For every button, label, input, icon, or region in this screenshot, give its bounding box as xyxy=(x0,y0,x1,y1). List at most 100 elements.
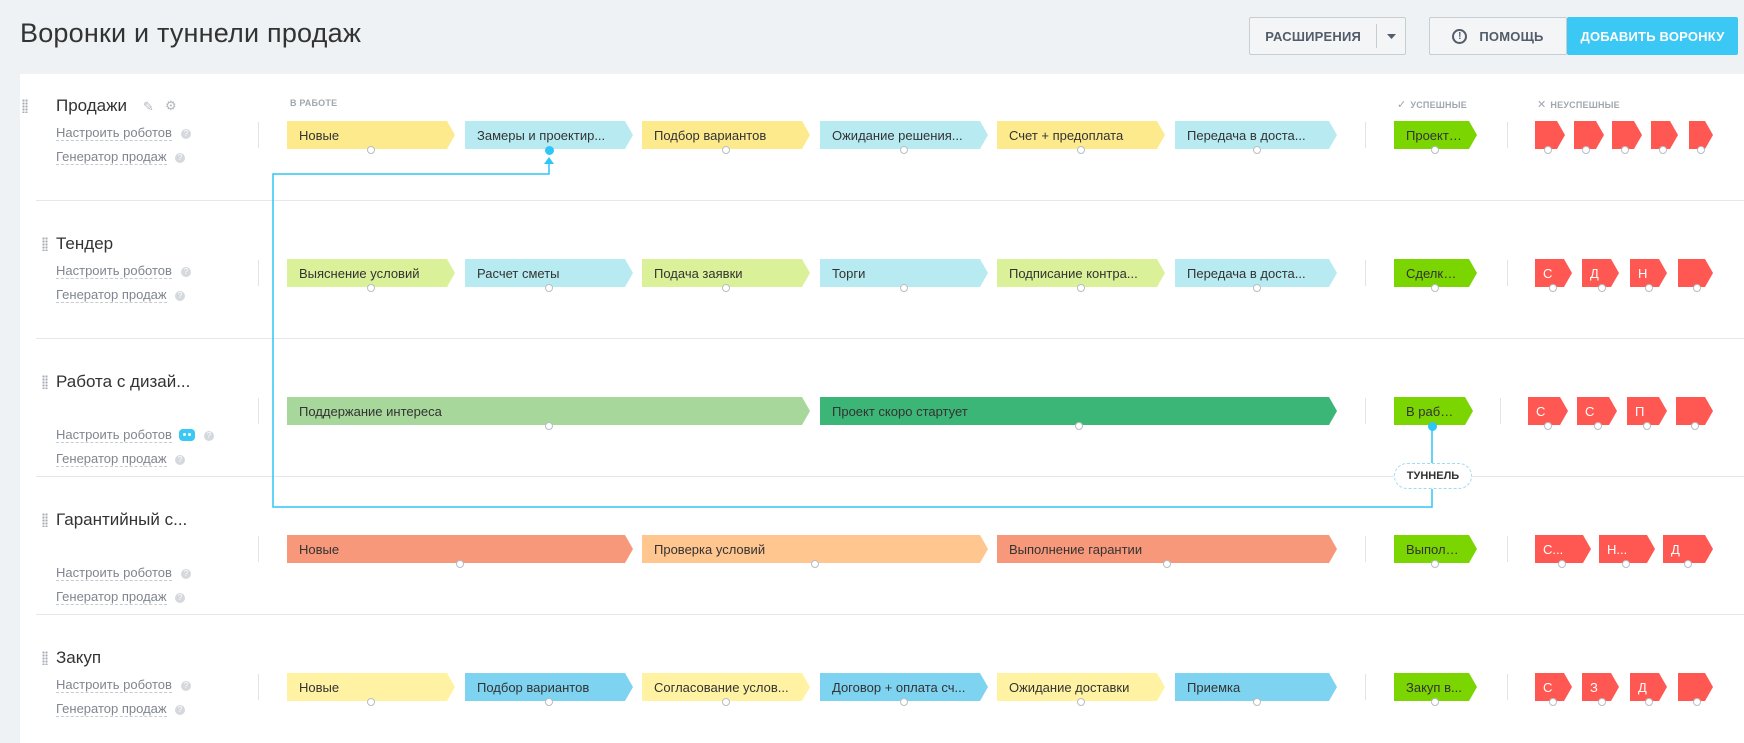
connector-dot[interactable] xyxy=(1693,284,1701,292)
connector-dot[interactable] xyxy=(1075,422,1083,430)
drag-handle-icon[interactable] xyxy=(42,375,48,389)
help-hint-icon[interactable]: ? xyxy=(181,129,191,139)
connector-dot[interactable] xyxy=(1549,284,1557,292)
connector-dot[interactable] xyxy=(1253,698,1261,706)
help-hint-icon[interactable]: ? xyxy=(175,593,185,603)
connector-dot[interactable] xyxy=(1253,284,1261,292)
connector-dot[interactable] xyxy=(1431,284,1439,292)
connector-dot[interactable] xyxy=(1077,284,1085,292)
drag-handle-icon[interactable] xyxy=(42,237,48,251)
stage[interactable]: Выполнение гарантии xyxy=(997,535,1337,563)
fail-stage[interactable]: Н xyxy=(1630,259,1667,287)
help-hint-icon[interactable]: ? xyxy=(175,705,185,715)
connector-dot[interactable] xyxy=(1659,146,1667,154)
connector-dot[interactable] xyxy=(900,146,908,154)
connector-dot[interactable] xyxy=(367,284,375,292)
robots-link[interactable]: Настроить роботов xyxy=(56,263,172,279)
connector-dot[interactable] xyxy=(1253,146,1261,154)
connector-dot[interactable] xyxy=(1549,698,1557,706)
connector-dot[interactable] xyxy=(1544,422,1552,430)
connector-dot[interactable] xyxy=(1684,560,1692,568)
connector-dot[interactable] xyxy=(1558,560,1566,568)
connector-dot[interactable] xyxy=(1431,560,1439,568)
robots-link[interactable]: Настроить роботов xyxy=(56,677,172,693)
fail-stage[interactable]: Н... xyxy=(1599,535,1655,563)
help-hint-icon[interactable]: ? xyxy=(175,153,185,163)
robots-link[interactable]: Настроить роботов xyxy=(56,427,172,443)
stage[interactable]: Новые xyxy=(287,673,455,701)
connector-dot[interactable] xyxy=(545,698,553,706)
connector-dot[interactable] xyxy=(1582,146,1590,154)
stage[interactable]: Выяснение условий xyxy=(287,259,455,287)
fail-stage[interactable]: С xyxy=(1535,673,1572,701)
stage[interactable]: Замеры и проектир... xyxy=(465,121,633,149)
fail-stage[interactable]: С xyxy=(1577,397,1617,425)
connector-dot-active[interactable] xyxy=(1428,422,1437,431)
connector-dot[interactable] xyxy=(545,422,553,430)
stage[interactable]: Согласование услов... xyxy=(642,673,810,701)
connector-dot[interactable] xyxy=(722,146,730,154)
success-stage[interactable]: Проект ... xyxy=(1394,121,1477,149)
success-stage[interactable]: Закуп в... xyxy=(1394,673,1477,701)
help-hint-icon[interactable]: ? xyxy=(181,267,191,277)
stage[interactable]: Счет + предоплата xyxy=(997,121,1165,149)
drag-handle-icon[interactable] xyxy=(42,513,48,527)
help-button[interactable]: ! ПОМОЩЬ xyxy=(1429,17,1567,55)
help-hint-icon[interactable]: ? xyxy=(181,569,191,579)
connector-dot-active[interactable] xyxy=(545,146,554,155)
generator-link[interactable]: Генератор продаж xyxy=(56,589,167,605)
connector-dot[interactable] xyxy=(722,284,730,292)
drag-handle-icon[interactable] xyxy=(42,651,48,665)
connector-dot[interactable] xyxy=(1598,698,1606,706)
connector-dot[interactable] xyxy=(1645,698,1653,706)
connector-dot[interactable] xyxy=(1621,146,1629,154)
connector-dot[interactable] xyxy=(1163,560,1171,568)
connector-dot[interactable] xyxy=(1544,146,1552,154)
stage[interactable]: Подписание контра... xyxy=(997,259,1165,287)
generator-link[interactable]: Генератор продаж xyxy=(56,451,167,467)
fail-stage[interactable]: П xyxy=(1627,397,1667,425)
robot-icon[interactable] xyxy=(179,429,195,441)
connector-dot[interactable] xyxy=(1598,284,1606,292)
stage[interactable]: Поддержание интереса xyxy=(287,397,810,425)
stage[interactable]: Передача в доста... xyxy=(1175,259,1337,287)
connector-dot[interactable] xyxy=(1077,698,1085,706)
stage[interactable]: Подбор вариантов xyxy=(642,121,810,149)
stage[interactable]: Подача заявки xyxy=(642,259,810,287)
connector-dot[interactable] xyxy=(722,698,730,706)
connector-dot[interactable] xyxy=(1643,422,1651,430)
generator-link[interactable]: Генератор продаж xyxy=(56,149,167,165)
add-funnel-button[interactable]: ДОБАВИТЬ ВОРОНКУ xyxy=(1567,17,1738,55)
success-stage[interactable]: Выполе... xyxy=(1394,535,1477,563)
fail-stage[interactable] xyxy=(1678,259,1713,287)
connector-dot[interactable] xyxy=(1645,284,1653,292)
gear-icon[interactable]: ⚙ xyxy=(165,98,177,113)
connector-dot[interactable] xyxy=(811,560,819,568)
stage[interactable]: Договор + оплата сч... xyxy=(820,673,988,701)
connector-dot[interactable] xyxy=(1594,422,1602,430)
connector-dot[interactable] xyxy=(1693,698,1701,706)
robots-link[interactable]: Настроить роботов xyxy=(56,565,172,581)
stage[interactable]: Новые xyxy=(287,121,455,149)
stage[interactable]: Передача в доста... xyxy=(1175,121,1337,149)
success-stage[interactable]: В работу xyxy=(1394,397,1473,425)
stage[interactable]: Ожидание решения... xyxy=(820,121,988,149)
fail-stage[interactable]: С xyxy=(1528,397,1568,425)
fail-stage[interactable]: З xyxy=(1582,673,1619,701)
connector-dot[interactable] xyxy=(1691,422,1699,430)
drag-handle-icon[interactable] xyxy=(22,99,28,113)
connector-dot[interactable] xyxy=(1431,698,1439,706)
fail-stage[interactable] xyxy=(1678,673,1713,701)
generator-link[interactable]: Генератор продаж xyxy=(56,701,167,717)
success-stage[interactable]: Сделка ... xyxy=(1394,259,1477,287)
tunnel-badge[interactable]: ТУННЕЛЬ xyxy=(1394,463,1472,489)
connector-dot[interactable] xyxy=(900,284,908,292)
help-hint-icon[interactable]: ? xyxy=(204,431,214,441)
fail-stage[interactable]: Д xyxy=(1582,259,1619,287)
connector-dot[interactable] xyxy=(545,284,553,292)
help-hint-icon[interactable]: ? xyxy=(175,455,185,465)
connector-dot[interactable] xyxy=(367,698,375,706)
pencil-icon[interactable]: ✎ xyxy=(143,99,154,114)
generator-link[interactable]: Генератор продаж xyxy=(56,287,167,303)
connector-dot[interactable] xyxy=(456,560,464,568)
